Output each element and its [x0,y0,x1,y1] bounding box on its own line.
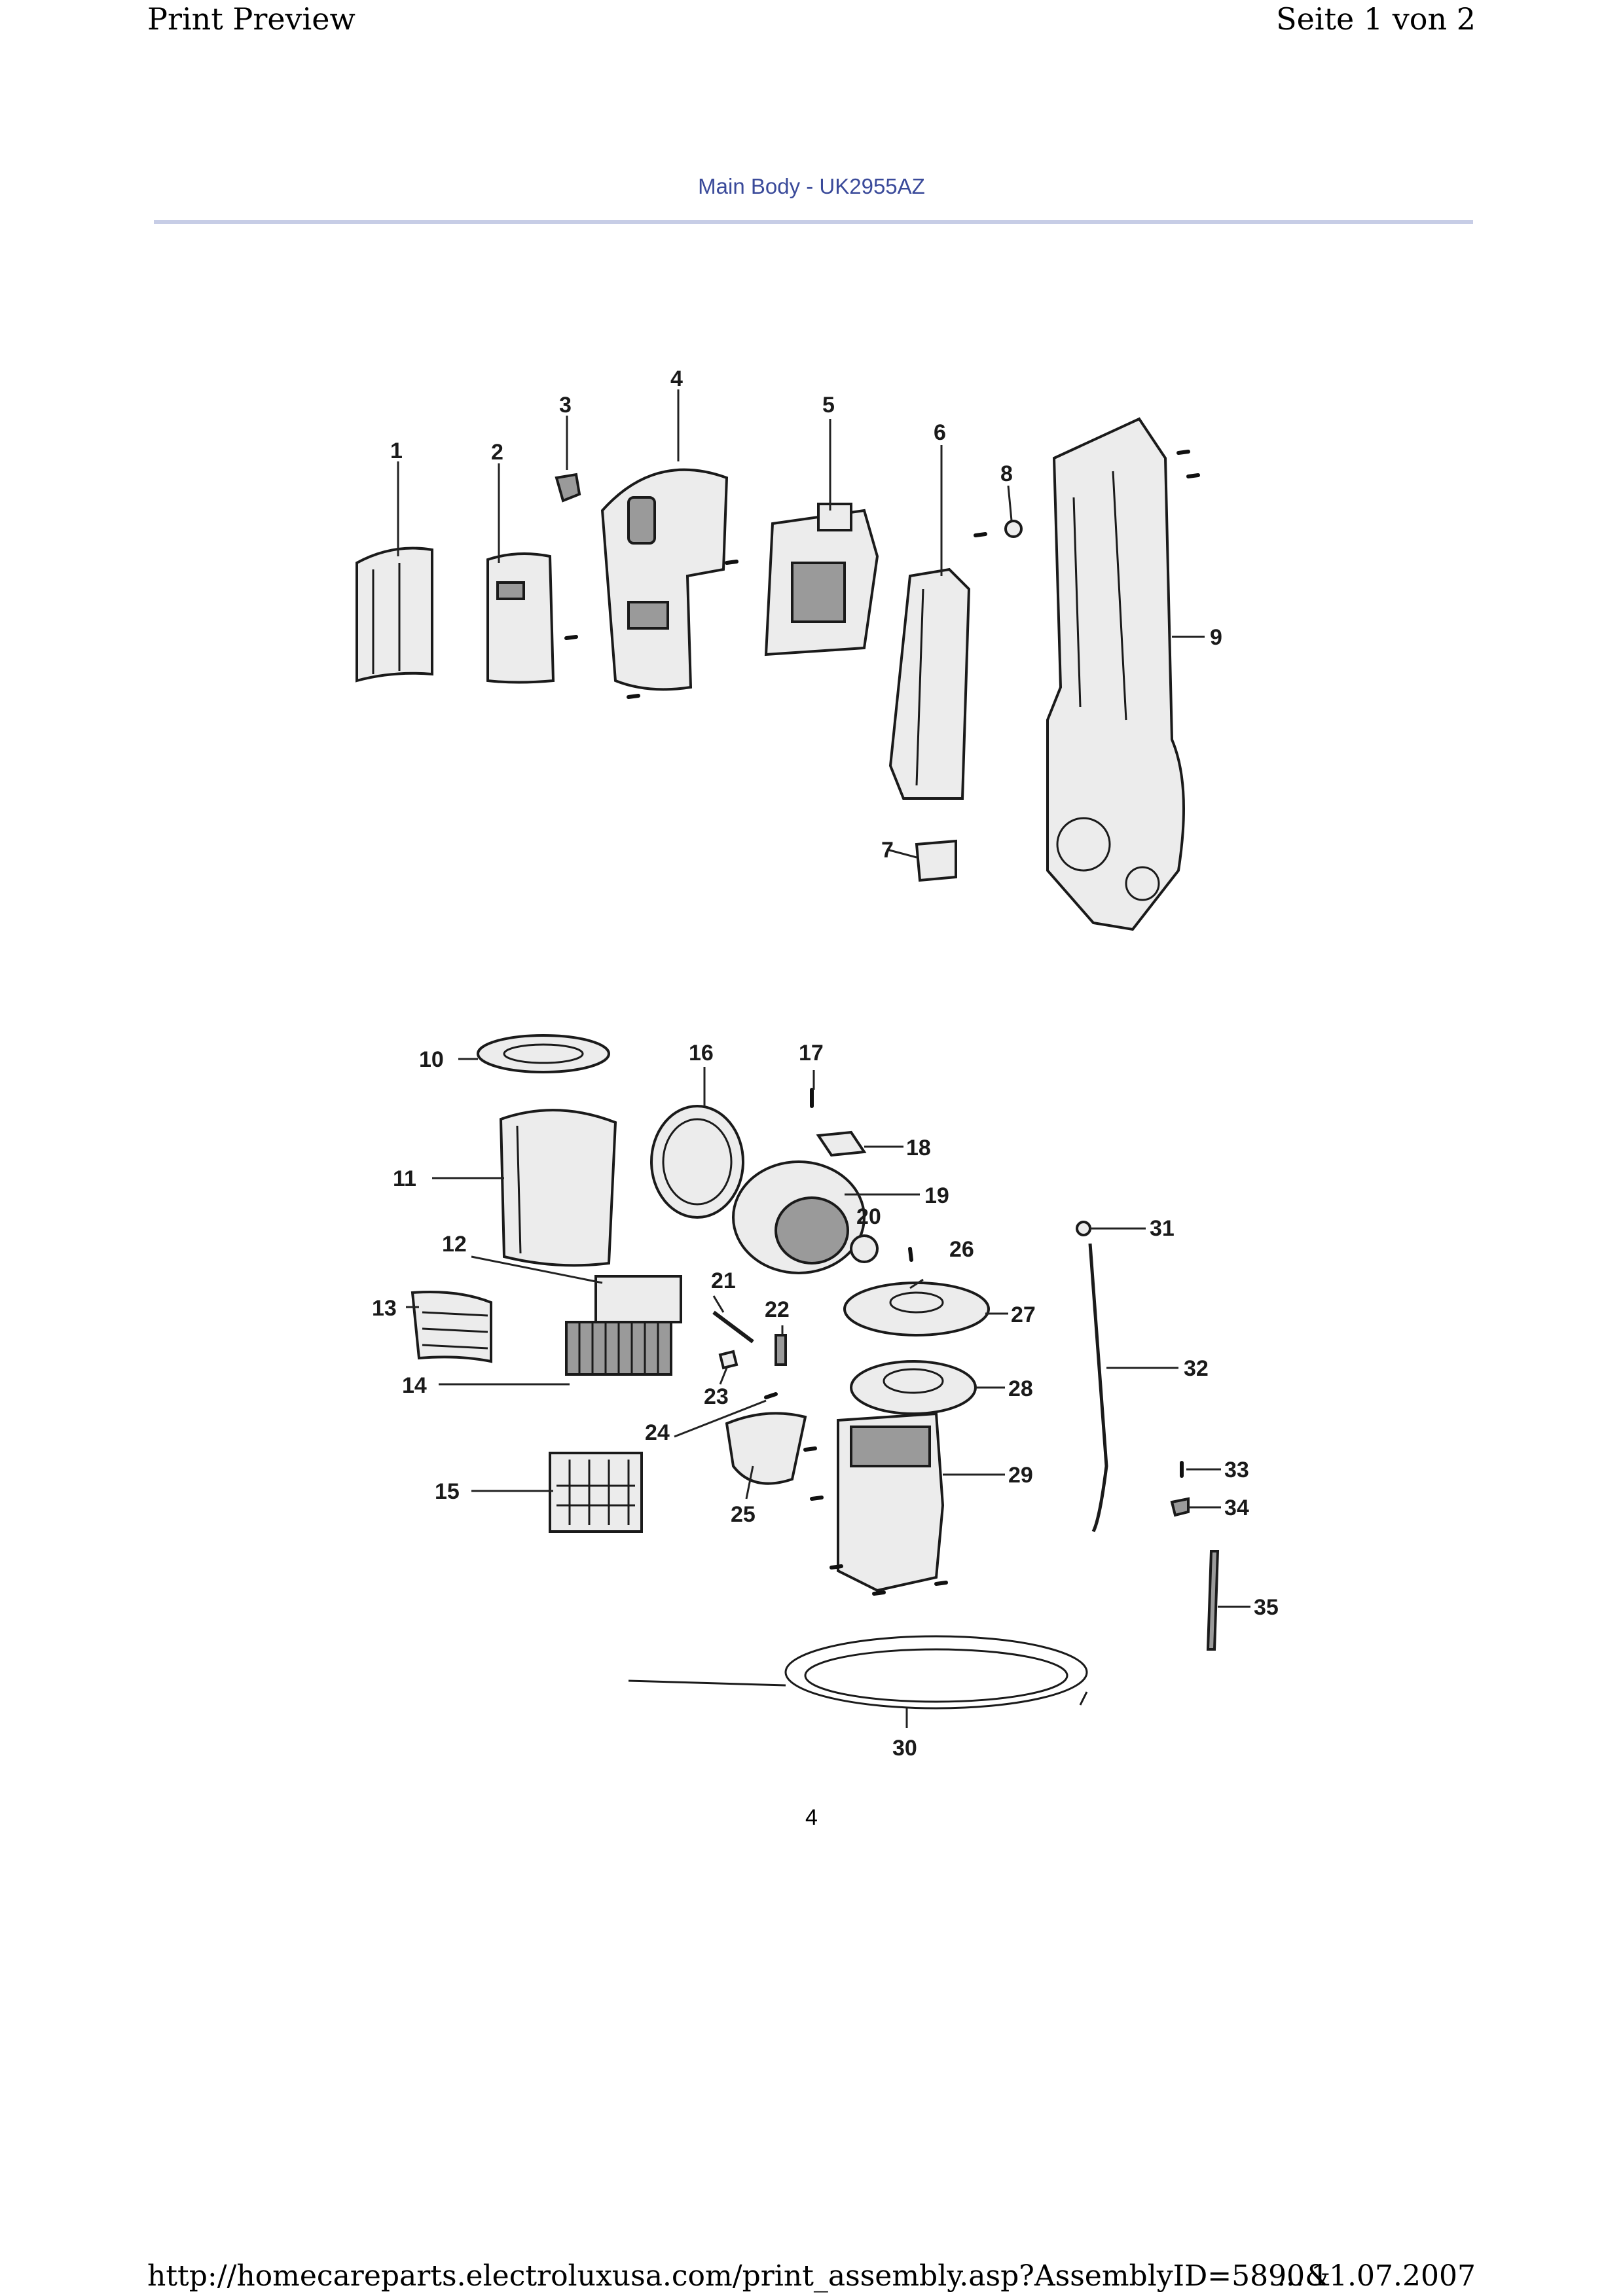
callout-32: 32 [1184,1356,1209,1381]
part-35-strip [1206,1550,1220,1651]
callout-13: 13 [372,1296,397,1321]
callout-4: 4 [670,367,683,391]
footer-url: http://homecareparts.electroluxusa.com/p… [147,2259,1331,2293]
part-1-front-cover [356,547,433,683]
callout-labels: 1 2 3 4 5 6 7 8 9 10 11 12 13 14 15 16 1… [372,367,1279,1761]
header-page-count: Seite 1 von 2 [1276,1,1476,37]
part-2-filter-door [486,552,555,684]
callout-12: 12 [442,1232,467,1257]
part-29-lower-housing [837,1412,945,1592]
part-25-dirt-cup [725,1412,807,1485]
callout-30: 30 [892,1736,917,1761]
callout-10: 10 [419,1047,444,1072]
callout-34: 34 [1224,1496,1249,1520]
callout-25: 25 [731,1502,756,1527]
part-16-seal-ring [650,1105,744,1219]
part-10-lid [477,1034,610,1073]
page-number: 4 [805,1805,818,1830]
callout-17: 17 [799,1041,824,1066]
callout-16: 16 [689,1041,714,1066]
part-9-main-body-frame [1046,417,1185,931]
callout-21: 21 [711,1268,736,1293]
part-21-rod [712,1310,754,1344]
lower-screws [803,1247,948,1596]
callout-20: 20 [856,1204,881,1229]
callout-26: 26 [949,1237,974,1262]
footer-ellipsis: ... [1277,2259,1304,2293]
part-18-label [816,1130,867,1157]
part-5-motor-housing [764,503,879,656]
callout-24: 24 [645,1420,670,1445]
callout-18: 18 [906,1136,931,1160]
callout-15: 15 [435,1479,460,1504]
part-12-filter-pad [594,1275,682,1323]
callout-8: 8 [1000,461,1013,486]
part-8-washer [1004,520,1023,538]
callout-2: 2 [491,440,503,465]
callout-29: 29 [1008,1463,1033,1488]
header-print-preview: Print Preview [147,1,356,37]
part-15-hepa-filter [549,1452,643,1533]
part-28-turbine-disc [850,1360,977,1415]
callout-1: 1 [390,439,403,463]
callout-27: 27 [1011,1302,1036,1327]
part-27-separator-plate [843,1282,990,1336]
part-14-pleated-filter [565,1321,672,1376]
part-6-duct [888,567,971,800]
part-23-latch [775,1334,787,1366]
callout-23: 23 [704,1384,729,1409]
upper-screws [564,450,1200,699]
callout-31: 31 [1150,1216,1175,1241]
callout-11: 11 [393,1166,416,1191]
part-22-clip [718,1350,739,1370]
part-7-label [915,839,957,882]
footer-date: 11.07.2007 [1311,2259,1476,2293]
callout-7: 7 [881,838,894,863]
part-30-power-cord [628,1635,1088,1710]
part-32-wiring-harness [1088,1243,1108,1533]
part-3-button [555,473,581,503]
callout-28: 28 [1008,1376,1033,1401]
part-20-fitting [850,1234,879,1263]
title-divider [154,220,1473,224]
part-11-dust-bin [499,1109,617,1267]
part-31-cord-clip [1076,1221,1091,1236]
part-13-grille [410,1291,492,1363]
assembly-title: Main Body - UK2955AZ [698,174,925,198]
part-34-connector [1170,1497,1190,1517]
callout-22: 22 [765,1297,790,1322]
callout-9: 9 [1210,625,1222,650]
callout-14: 14 [402,1373,427,1398]
part-19-cyclone-unit [732,1160,866,1274]
part-4-handle-housing [600,468,729,691]
callout-3: 3 [559,393,572,418]
callout-5: 5 [822,393,835,418]
part-24-spring [764,1392,778,1399]
callout-33: 33 [1224,1458,1249,1482]
callout-35: 35 [1254,1595,1279,1620]
callout-6: 6 [934,420,946,445]
callout-19: 19 [924,1183,949,1208]
